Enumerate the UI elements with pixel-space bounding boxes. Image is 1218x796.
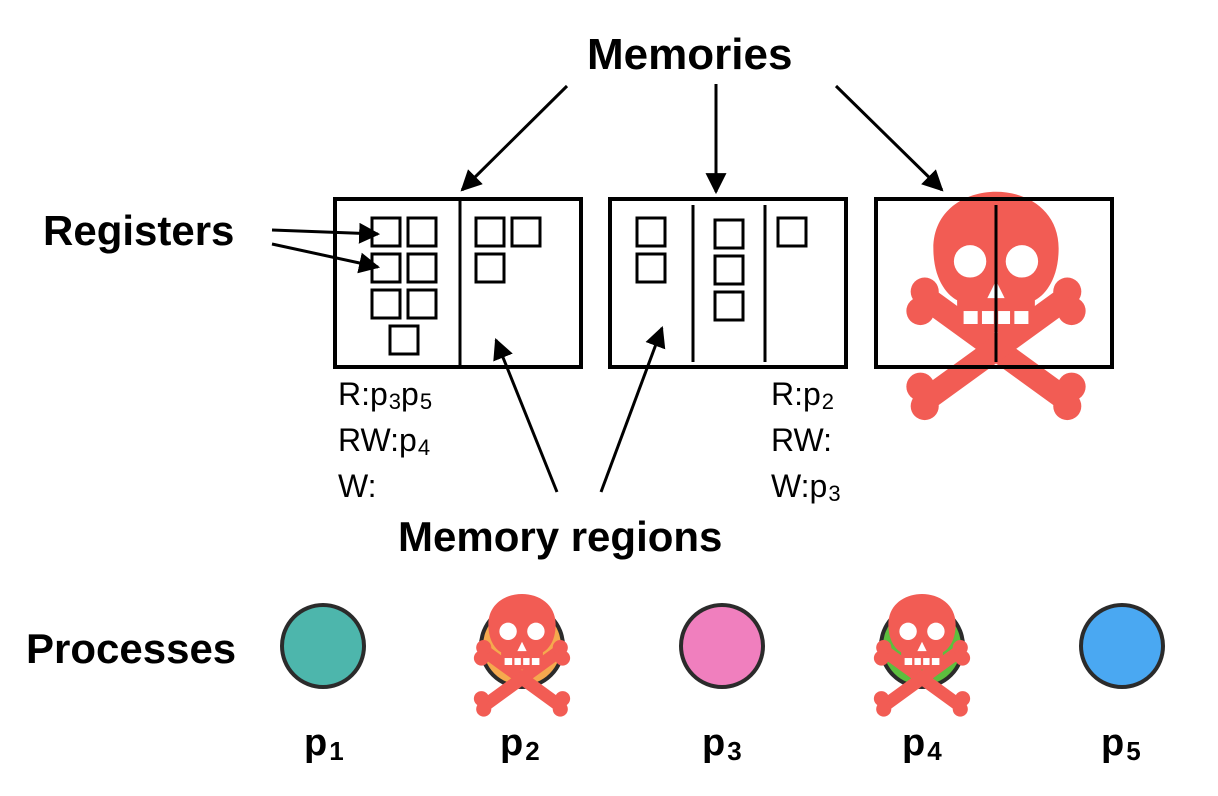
process-p5 (1079, 603, 1165, 689)
register (474, 252, 506, 284)
register (406, 216, 438, 248)
memory-2-write-acl: W:p3 (771, 468, 841, 506)
memory-1-region-2-registers (474, 216, 542, 284)
process-p1 (280, 603, 366, 689)
register (713, 218, 745, 250)
process-label-p5: p5 (1101, 722, 1141, 766)
register (370, 216, 402, 248)
registers-label: Registers (43, 207, 235, 254)
process-p3 (679, 603, 765, 689)
arrow-registers-1 (271, 222, 381, 244)
arrow-memories-to-memory-3 (834, 84, 944, 192)
memory-2-read-acl: R:p2 (771, 376, 835, 414)
processes-label: Processes (26, 625, 237, 672)
arrow-memories-to-memory-1 (460, 84, 569, 192)
register (510, 216, 542, 248)
process-p4 (874, 594, 970, 717)
memory-3 (874, 192, 1114, 420)
register (713, 290, 745, 322)
memory-2-readwrite-acl: RW: (771, 422, 833, 458)
register (474, 216, 506, 248)
arrow-registers-2 (271, 242, 381, 274)
register (406, 252, 438, 284)
process-p2 (474, 594, 570, 717)
process-label-p3: p3 (702, 722, 742, 766)
memory-1 (333, 197, 583, 369)
register (388, 324, 420, 356)
memory-1-write-acl: W: (338, 468, 377, 504)
register (370, 288, 402, 320)
memory-2 (608, 197, 848, 369)
register (406, 288, 438, 320)
process-p4-skull-crossbones-icon (874, 594, 970, 717)
register (635, 216, 667, 248)
memory-1-region-1-registers (370, 216, 438, 356)
process-label-p1: p1 (304, 722, 344, 766)
process-p2-skull-crossbones-icon (474, 594, 570, 717)
memory-1-readwrite-acl: RW:p4 (338, 422, 431, 460)
arrow-region-1 (493, 338, 559, 493)
process-label-p4: p4 (902, 722, 942, 766)
memories-label: Memories (587, 30, 793, 79)
register (635, 252, 667, 284)
arrow-region-2 (599, 326, 666, 493)
process-label-p2: p2 (500, 722, 540, 766)
memory-regions-label: Memory regions (398, 513, 723, 560)
memory-1-read-acl: R:p3p5 (338, 376, 433, 414)
register (776, 216, 808, 248)
register (713, 254, 745, 286)
